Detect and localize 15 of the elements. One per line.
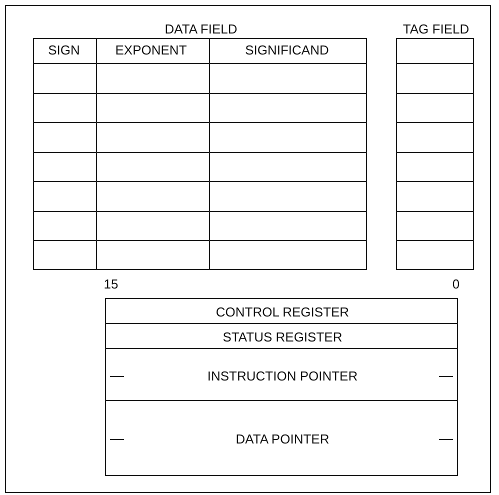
- field-heading: TAG FIELD: [402, 22, 470, 36]
- column-header: EXPONENT: [115, 42, 187, 58]
- column-header: SIGNIFICAND: [245, 42, 329, 58]
- register-label: STATUS REGISTER: [222, 330, 342, 344]
- register-row: [105, 400, 458, 476]
- register-label: CONTROL REGISTER: [216, 304, 350, 320]
- bit-number: 0: [452, 276, 460, 292]
- register-row: [105, 298, 458, 324]
- register-label: INSTRUCTION POINTER: [207, 368, 358, 383]
- register-row: [105, 348, 458, 401]
- field-heading: DATA FIELD: [164, 22, 238, 36]
- register-label: DATA POINTER: [236, 432, 330, 446]
- column-header: SIGN: [48, 42, 80, 58]
- register-row: [105, 323, 458, 349]
- bit-number: 15: [104, 276, 118, 292]
